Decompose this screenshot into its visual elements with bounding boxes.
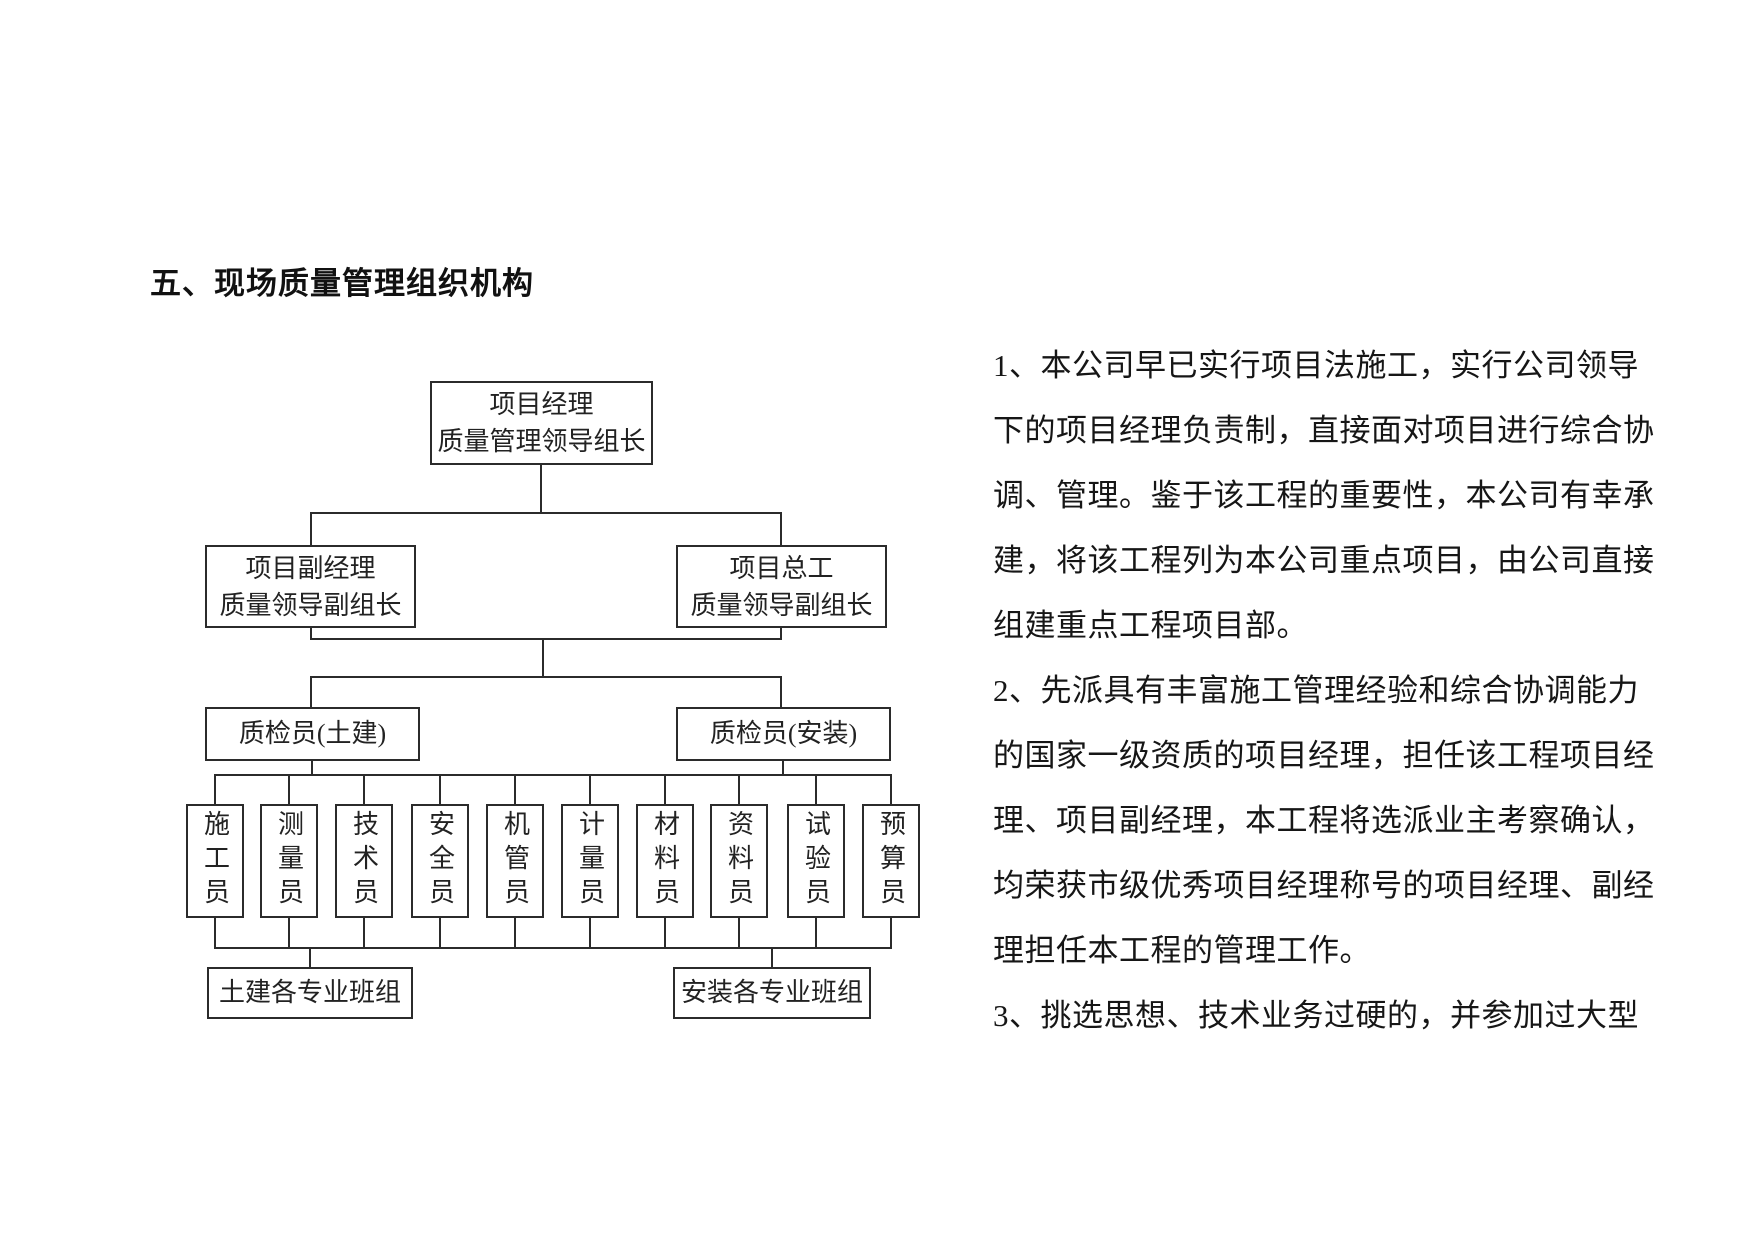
connector-line: [664, 774, 666, 804]
connector-line: [738, 918, 740, 949]
org-box-line: 项目总工: [729, 553, 834, 583]
connector-line: [310, 676, 782, 678]
org-box-qc-civil: 质检员(土建): [205, 707, 420, 761]
connector-line: [214, 918, 216, 949]
paragraph-line: 的国家一级资质的项目经理，担任该工程项目经: [993, 738, 1655, 773]
paragraph-line: 2、先派具有丰富施工管理经验和综合协调能力: [993, 673, 1639, 708]
connector-line: [214, 947, 892, 949]
org-box-line: 质量管理领导组长: [437, 427, 646, 456]
connector-line: [540, 464, 542, 514]
org-box-staff-testing: 试验员: [787, 804, 845, 918]
org-box-qc-install: 质检员(安装): [676, 707, 891, 761]
connector-line: [542, 638, 544, 678]
connector-line: [890, 918, 892, 949]
org-box-line: 项目副经理: [245, 553, 376, 583]
org-box-project-manager: 项目经理 质量管理领导组长: [430, 381, 653, 465]
org-box-line: 项目经理: [489, 390, 594, 419]
connector-line: [782, 761, 784, 776]
connector-line: [363, 918, 365, 949]
connector-line: [288, 774, 290, 804]
connector-line: [310, 638, 782, 640]
connector-line: [214, 774, 892, 776]
org-box-staff-survey: 测量员: [260, 804, 318, 918]
connector-line: [311, 761, 313, 776]
paragraph-line: 均荣获市级优秀项目经理称号的项目经理、副经: [993, 868, 1655, 903]
connector-line: [310, 676, 312, 707]
connector-line: [664, 918, 666, 949]
connector-line: [288, 918, 290, 949]
connector-line: [439, 918, 441, 949]
org-box-civil-teams: 土建各专业班组: [207, 967, 413, 1019]
org-box-staff-materials: 材料员: [636, 804, 694, 918]
connector-line: [815, 918, 817, 949]
paragraph-line: 1、本公司早已实行项目法施工，实行公司领导: [993, 348, 1639, 383]
connector-line: [310, 627, 312, 640]
paragraph-line: 理、项目副经理，本工程将选派业主考察确认，: [993, 803, 1655, 838]
connector-line: [890, 774, 892, 804]
org-box-chief-engineer: 项目总工 质量领导副组长: [676, 545, 887, 628]
org-box-line: 质量领导副组长: [219, 590, 402, 620]
org-box-staff-safety: 安全员: [411, 804, 469, 918]
org-box-deputy-manager: 项目副经理 质量领导副组长: [205, 545, 416, 628]
paragraph-line: 下的项目经理负责制，直接面对项目进行综合协: [993, 413, 1655, 448]
org-box-install-teams: 安装各专业班组: [673, 967, 871, 1019]
paragraph-line: 理担任本工程的管理工作。: [993, 933, 1371, 968]
connector-line: [815, 774, 817, 804]
org-box-staff-technical: 技术员: [335, 804, 393, 918]
org-box-staff-documents: 资料员: [710, 804, 768, 918]
org-box-staff-budget: 预算员: [862, 804, 920, 918]
connector-line: [738, 774, 740, 804]
paragraph-line: 3、挑选思想、技术业务过硬的，并参加过大型: [993, 998, 1639, 1033]
org-box-staff-metering: 计量员: [561, 804, 619, 918]
connector-line: [363, 774, 365, 804]
org-box-line: 质量领导副组长: [690, 590, 873, 620]
org-box-staff-machinery: 机管员: [486, 804, 544, 918]
connector-line: [780, 512, 782, 546]
connector-line: [589, 918, 591, 949]
connector-line: [439, 774, 441, 804]
connector-line: [214, 774, 216, 804]
section-title: 五、现场质量管理组织机构: [150, 266, 534, 301]
connector-line: [771, 947, 773, 967]
connector-line: [514, 774, 516, 804]
body-text: 1、本公司早已实行项目法施工，实行公司领导 下的项目经理负责制，直接面对项目进行…: [993, 333, 1655, 1048]
connector-line: [310, 512, 312, 546]
org-box-staff-construction: 施工员: [186, 804, 244, 918]
paragraph-line: 建，将该工程列为本公司重点项目，由公司直接: [993, 543, 1655, 578]
connector-line: [589, 774, 591, 804]
connector-line: [514, 918, 516, 949]
paragraph-line: 组建重点工程项目部。: [993, 608, 1308, 643]
connector-line: [310, 512, 782, 514]
paragraph-line: 调、管理。鉴于该工程的重要性，本公司有幸承: [993, 478, 1655, 513]
connector-line: [780, 676, 782, 707]
connector-line: [780, 627, 782, 640]
connector-line: [309, 947, 311, 967]
